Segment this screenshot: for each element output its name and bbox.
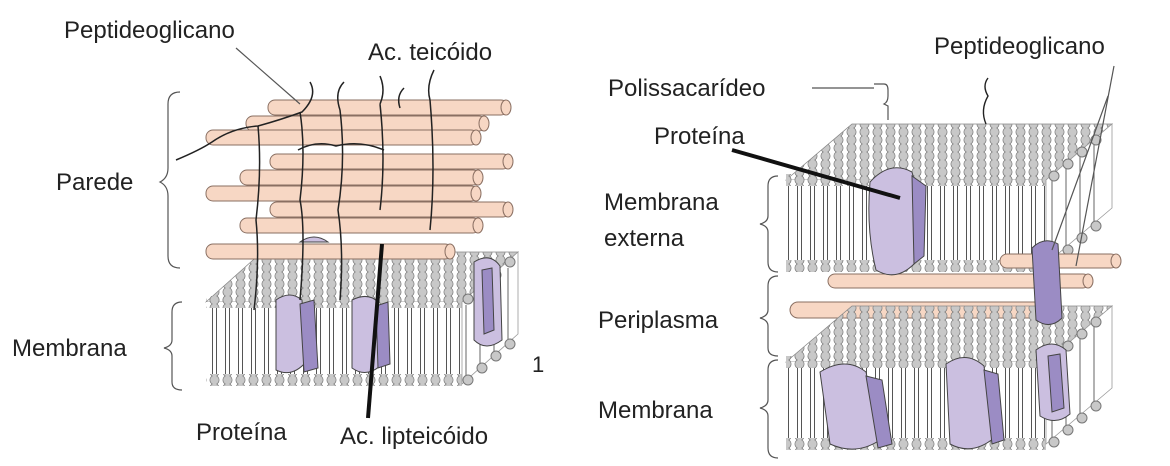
membrane-label-left: Membrana: [12, 335, 127, 362]
panel-number: 1: [532, 352, 544, 377]
protein-label-right: Proteína: [654, 123, 745, 150]
wall-brace: [160, 92, 180, 268]
left-membrane-brace: [164, 302, 182, 390]
peptidoglycan-label-right: Peptideoglicano: [934, 33, 1105, 60]
outer-membrane-label-line1: Membrana: [604, 189, 719, 216]
outer-membrane: [786, 78, 1112, 272]
membrane-label-right: Membrana: [598, 397, 713, 424]
protein-label-left: Proteína: [196, 419, 287, 446]
outer-membrane-brace: [760, 176, 778, 272]
periplasm-label: Periplasma: [598, 307, 719, 334]
outer-membrane-label-line2: externa: [604, 225, 685, 252]
peptidoglycan-label-left: Peptideoglicano: [64, 17, 235, 44]
gram-positive-diagram: Peptideoglicano Ac. teicóido Parede Memb…: [12, 17, 544, 450]
wall-label: Parede: [56, 169, 133, 196]
teichoic-acid-label: Ac. teicóido: [368, 39, 492, 66]
inner-membrane-brace: [760, 360, 778, 458]
lipoteichoic-acid-label: Ac. lipteicóido: [340, 423, 488, 450]
gram-negative-diagram: Polissacarídeo Peptideoglicano Proteína …: [598, 33, 1121, 458]
left-peptidoglycan-layers: [206, 100, 513, 259]
periplasm-brace: [760, 276, 778, 356]
polysaccharide-label: Polissacarídeo: [608, 75, 765, 102]
